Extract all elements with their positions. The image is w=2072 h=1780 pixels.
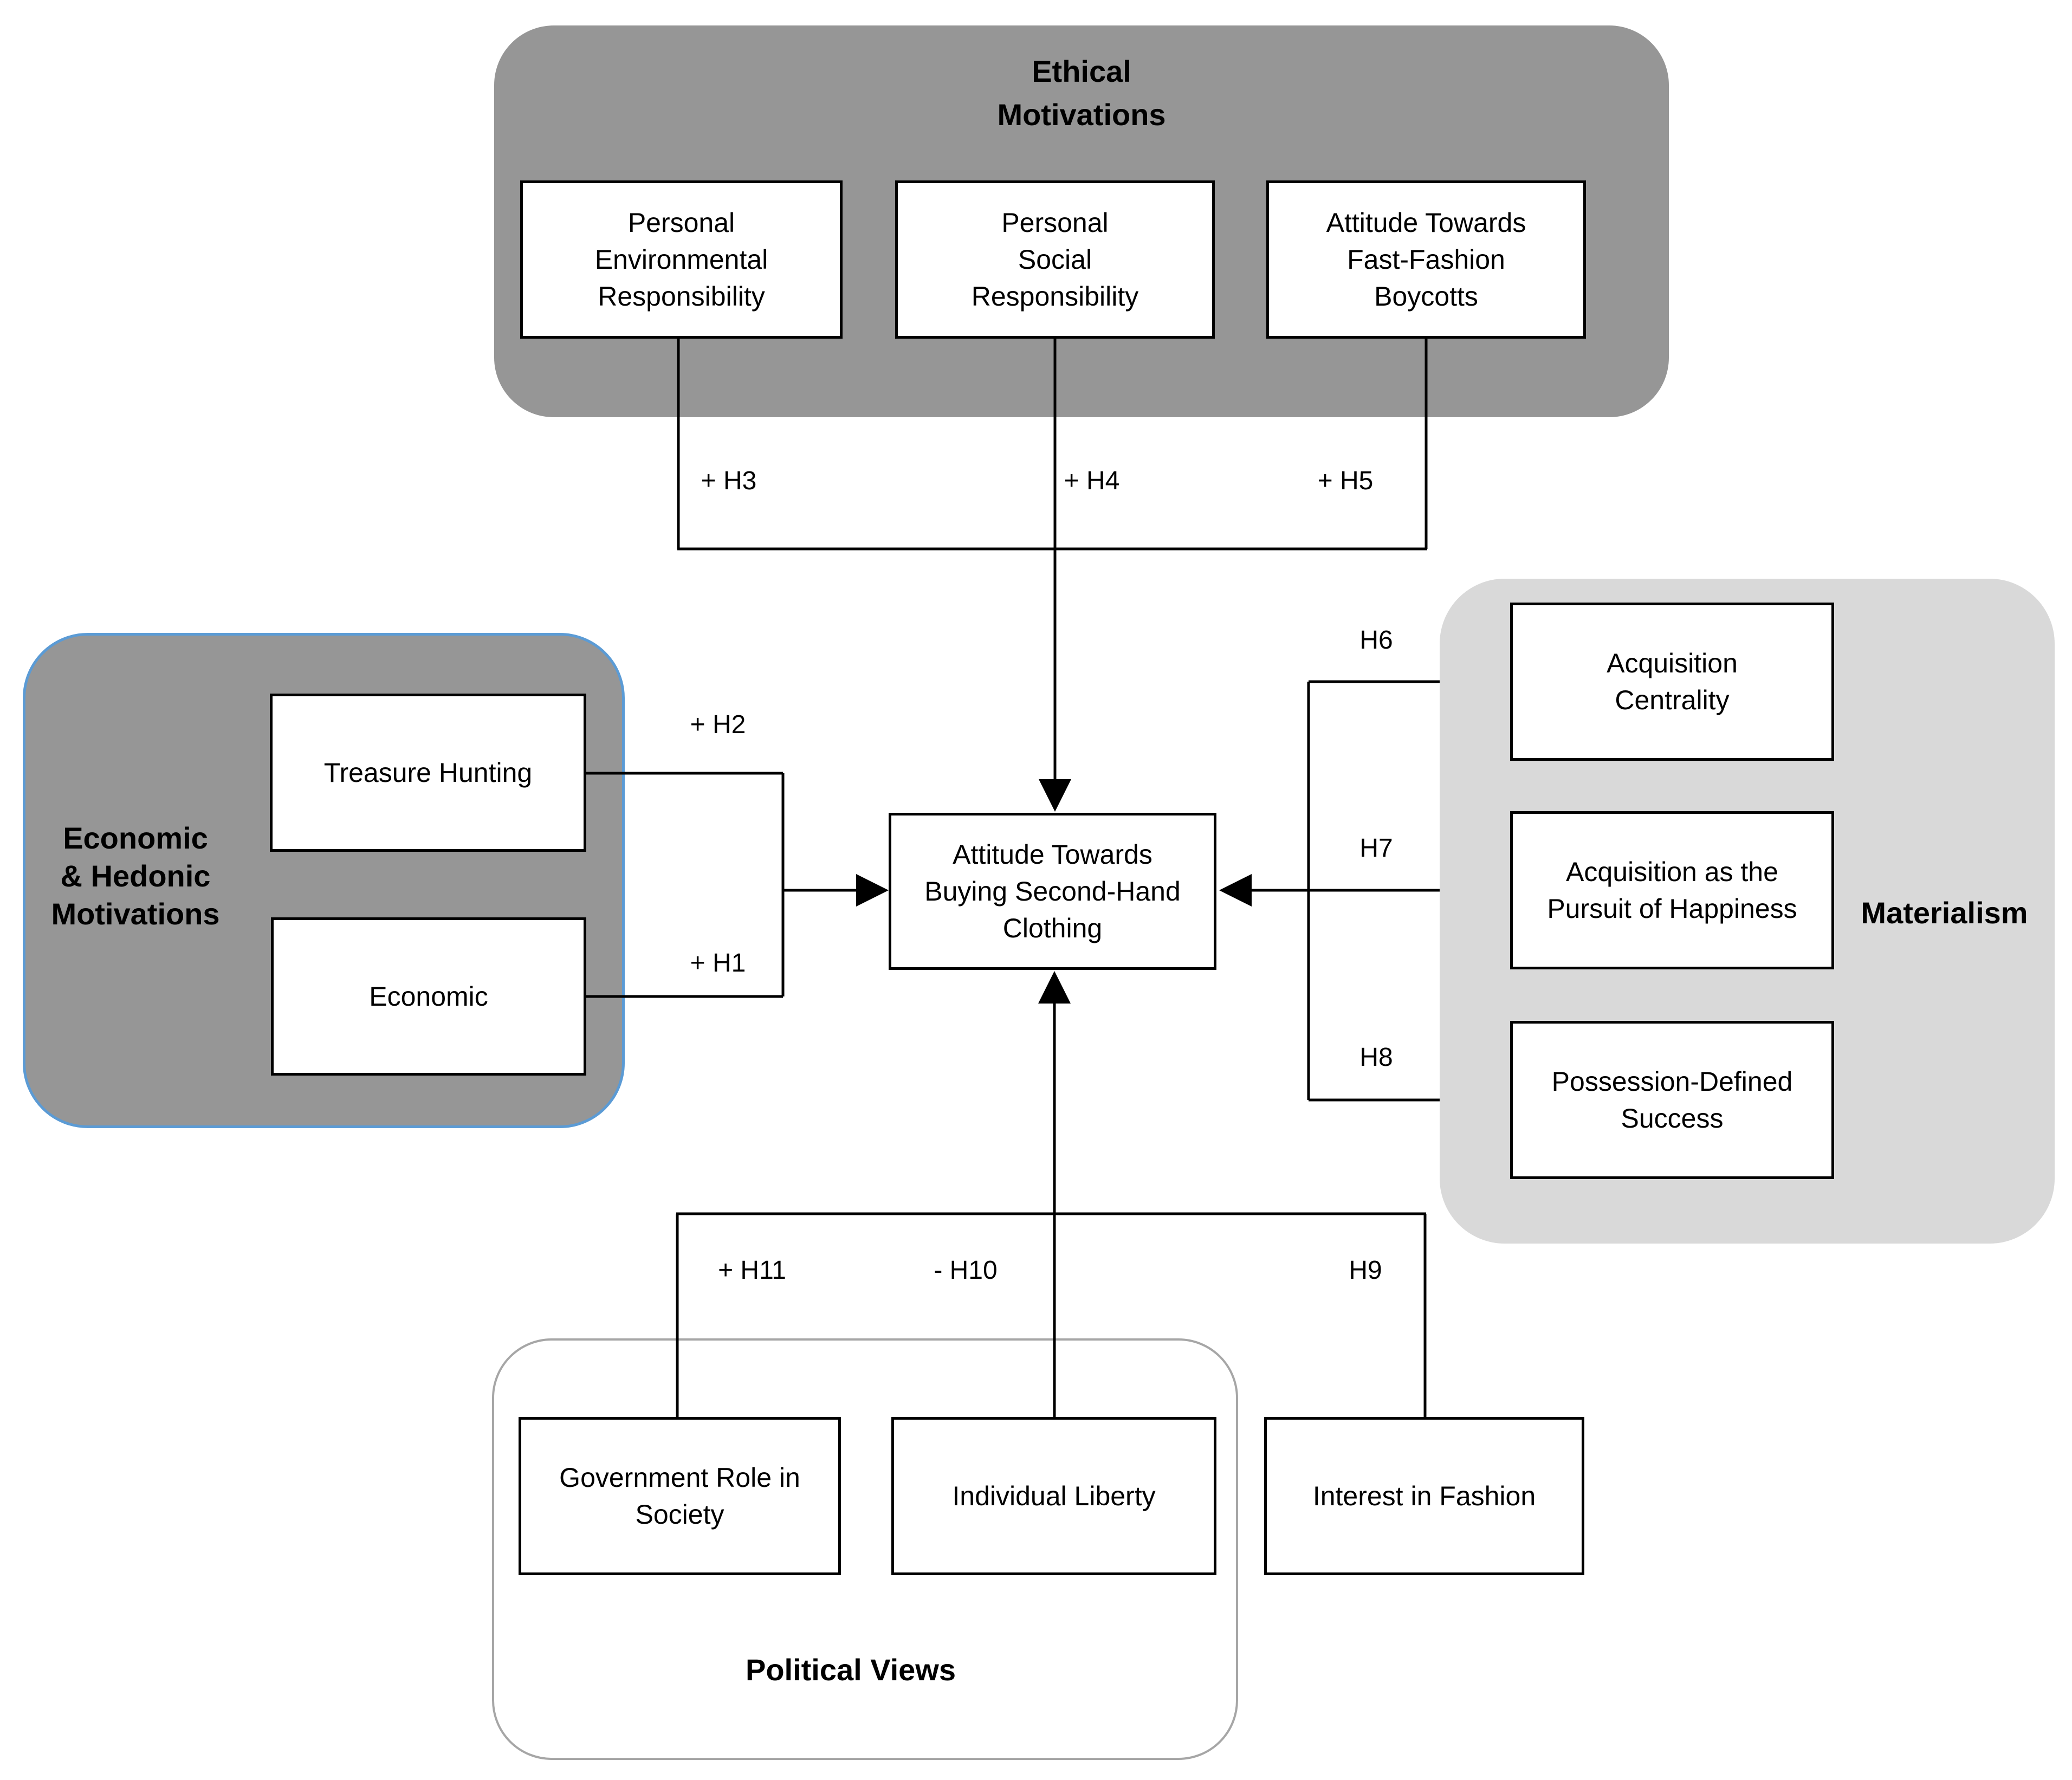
node-individual-liberty: Individual Liberty: [891, 1417, 1216, 1575]
arrowhead-into-outcome-right: [1219, 874, 1252, 907]
label-h5: + H5: [1317, 467, 1374, 495]
arrowhead-into-outcome-left: [856, 874, 889, 907]
node-possession-defined-success: Possession-Defined Success: [1510, 1021, 1834, 1179]
arrowhead-into-outcome-top: [1039, 779, 1071, 812]
node-attitude-buying-second-hand-clothing: Attitude Towards Buying Second-Hand Clot…: [889, 813, 1216, 970]
label-h1: + H1: [690, 949, 746, 978]
label-h7: H7: [1359, 834, 1393, 863]
label-h8: H8: [1359, 1043, 1393, 1072]
label-h10: - H10: [934, 1256, 998, 1285]
node-personal-environmental-responsibility: Personal Environmental Responsibility: [520, 180, 843, 339]
label-h4: + H4: [1064, 467, 1120, 495]
label-h6: H6: [1359, 626, 1393, 655]
group-title-political-views: Political Views: [745, 1653, 956, 1687]
label-h3: + H3: [701, 467, 757, 495]
node-acquisition-pursuit-happiness: Acquisition as the Pursuit of Happiness: [1510, 811, 1834, 969]
label-h9: H9: [1349, 1256, 1382, 1285]
group-title-materialism: Materialism: [1861, 896, 2028, 930]
group-title-economic-hedonic: Economic & Hedonic Motivations: [51, 821, 220, 931]
group-title-ethical-motivations: Ethical Motivations: [997, 54, 1166, 132]
node-attitude-fast-fashion-boycotts: Attitude Towards Fast-Fashion Boycotts: [1266, 180, 1586, 339]
arrowhead-into-outcome-bottom: [1038, 971, 1071, 1004]
node-treasure-hunting: Treasure Hunting: [270, 694, 586, 852]
node-acquisition-centrality: Acquisition Centrality: [1510, 603, 1834, 761]
node-government-role-in-society: Government Role in Society: [519, 1417, 841, 1575]
node-personal-social-responsibility: Personal Social Responsibility: [895, 180, 1215, 339]
label-h11: + H11: [718, 1256, 786, 1285]
label-h2: + H2: [690, 710, 746, 739]
node-interest-in-fashion: Interest in Fashion: [1264, 1417, 1584, 1575]
node-economic: Economic: [271, 917, 586, 1076]
